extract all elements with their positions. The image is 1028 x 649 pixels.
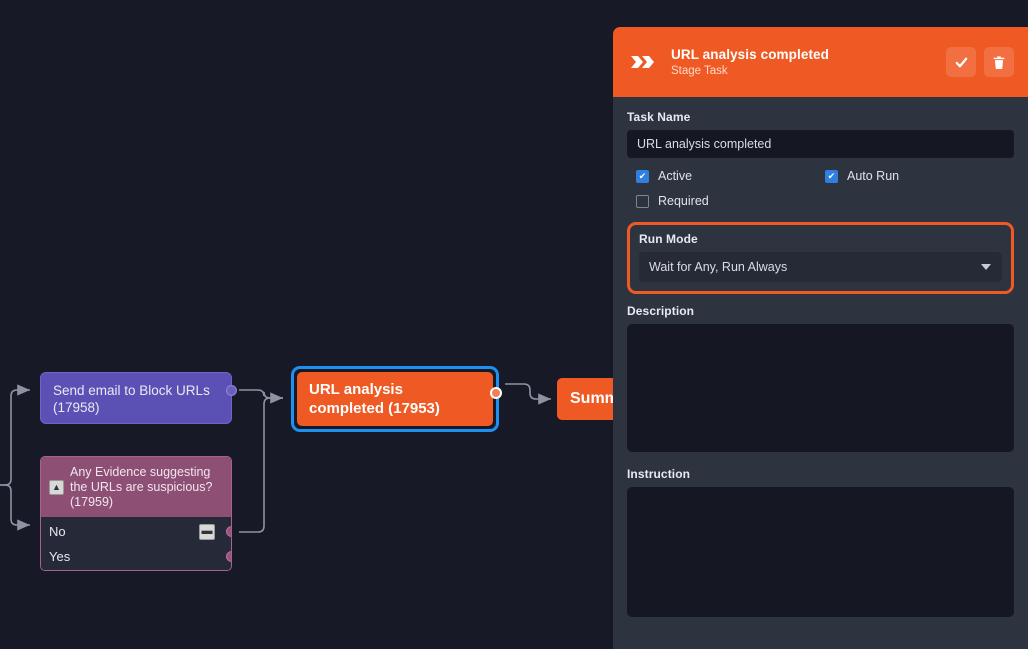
checkbox-auto-run-box[interactable] xyxy=(825,169,838,183)
stage-task-icon xyxy=(631,54,661,70)
task-name-label: Task Name xyxy=(627,110,691,124)
panel-body: Task Name Active Auto Run Required R xyxy=(613,97,1028,622)
panel-subtitle: Stage Task xyxy=(671,65,728,77)
decision-node-header: ▲ Any Evidence suggesting the URLs are s… xyxy=(41,457,231,517)
instruction-field-group: Instruction xyxy=(627,467,1014,622)
checkbox-group: Active Auto Run Required xyxy=(627,169,1014,208)
workflow-node-17958[interactable]: Send email to Block URLs (17958) xyxy=(40,372,237,424)
node-id: (17958) xyxy=(53,400,100,415)
checkbox-active[interactable]: Active xyxy=(636,169,825,183)
node-label: URL analysis completed (17953) xyxy=(309,381,440,417)
panel-title: URL analysis completed xyxy=(671,47,830,62)
description-field-group: Description xyxy=(627,304,1014,457)
checkbox-required-box[interactable] xyxy=(636,194,649,208)
workflow-node-17953-selected[interactable]: URL analysis completed (17953) xyxy=(291,366,502,432)
panel-header-texts: URL analysis completed Stage Task xyxy=(661,47,938,77)
node-id: (17959) xyxy=(70,494,114,509)
decision-option-no[interactable]: No ▬ xyxy=(41,519,231,544)
run-mode-select-wrap[interactable]: Wait for Any, Run Always xyxy=(639,252,1002,282)
description-label: Description xyxy=(627,304,695,318)
task-name-field-group: Task Name xyxy=(627,110,1014,158)
task-properties-panel: URL analysis completed Stage Task Task N… xyxy=(613,27,1028,649)
instruction-label: Instruction xyxy=(627,467,691,481)
checkbox-auto-run[interactable]: Auto Run xyxy=(825,169,1014,183)
run-mode-label: Run Mode xyxy=(639,232,698,246)
checkbox-active-label: Active xyxy=(658,169,693,183)
task-name-input[interactable] xyxy=(627,130,1014,158)
panel-header: URL analysis completed Stage Task xyxy=(613,27,1028,97)
run-mode-select[interactable]: Wait for Any, Run Always xyxy=(639,252,1002,282)
node-body[interactable]: URL analysis completed (17953) xyxy=(297,372,502,426)
trash-icon[interactable] xyxy=(984,47,1014,77)
minus-icon[interactable]: ▬ xyxy=(199,523,215,540)
checkbox-required-label: Required xyxy=(658,194,709,208)
decision-options: No ▬ Yes xyxy=(41,517,231,570)
checkbox-required[interactable]: Required xyxy=(636,194,825,208)
output-port[interactable] xyxy=(226,385,237,396)
output-port-yes[interactable] xyxy=(226,551,231,562)
run-mode-highlight: Run Mode Wait for Any, Run Always xyxy=(627,222,1014,294)
option-label: No xyxy=(49,524,66,539)
checkbox-active-box[interactable] xyxy=(636,169,649,183)
node-label: Any Evidence suggesting the URLs are sus… xyxy=(70,464,213,509)
output-port[interactable] xyxy=(490,387,502,399)
checkbox-auto-run-label: Auto Run xyxy=(847,169,900,183)
chevron-down-icon[interactable] xyxy=(981,264,991,270)
option-label: Yes xyxy=(49,549,71,564)
node-label: Send email to Block URLs xyxy=(53,383,210,398)
node-label: Summ xyxy=(570,390,619,407)
description-textarea[interactable] xyxy=(627,324,1014,452)
check-icon[interactable] xyxy=(946,47,976,77)
instruction-textarea[interactable] xyxy=(627,487,1014,617)
workflow-node-17959[interactable]: ▲ Any Evidence suggesting the URLs are s… xyxy=(40,456,232,571)
output-port-no[interactable] xyxy=(226,526,231,537)
chevron-up-icon[interactable]: ▲ xyxy=(49,479,64,495)
decision-option-yes[interactable]: Yes xyxy=(41,544,231,569)
